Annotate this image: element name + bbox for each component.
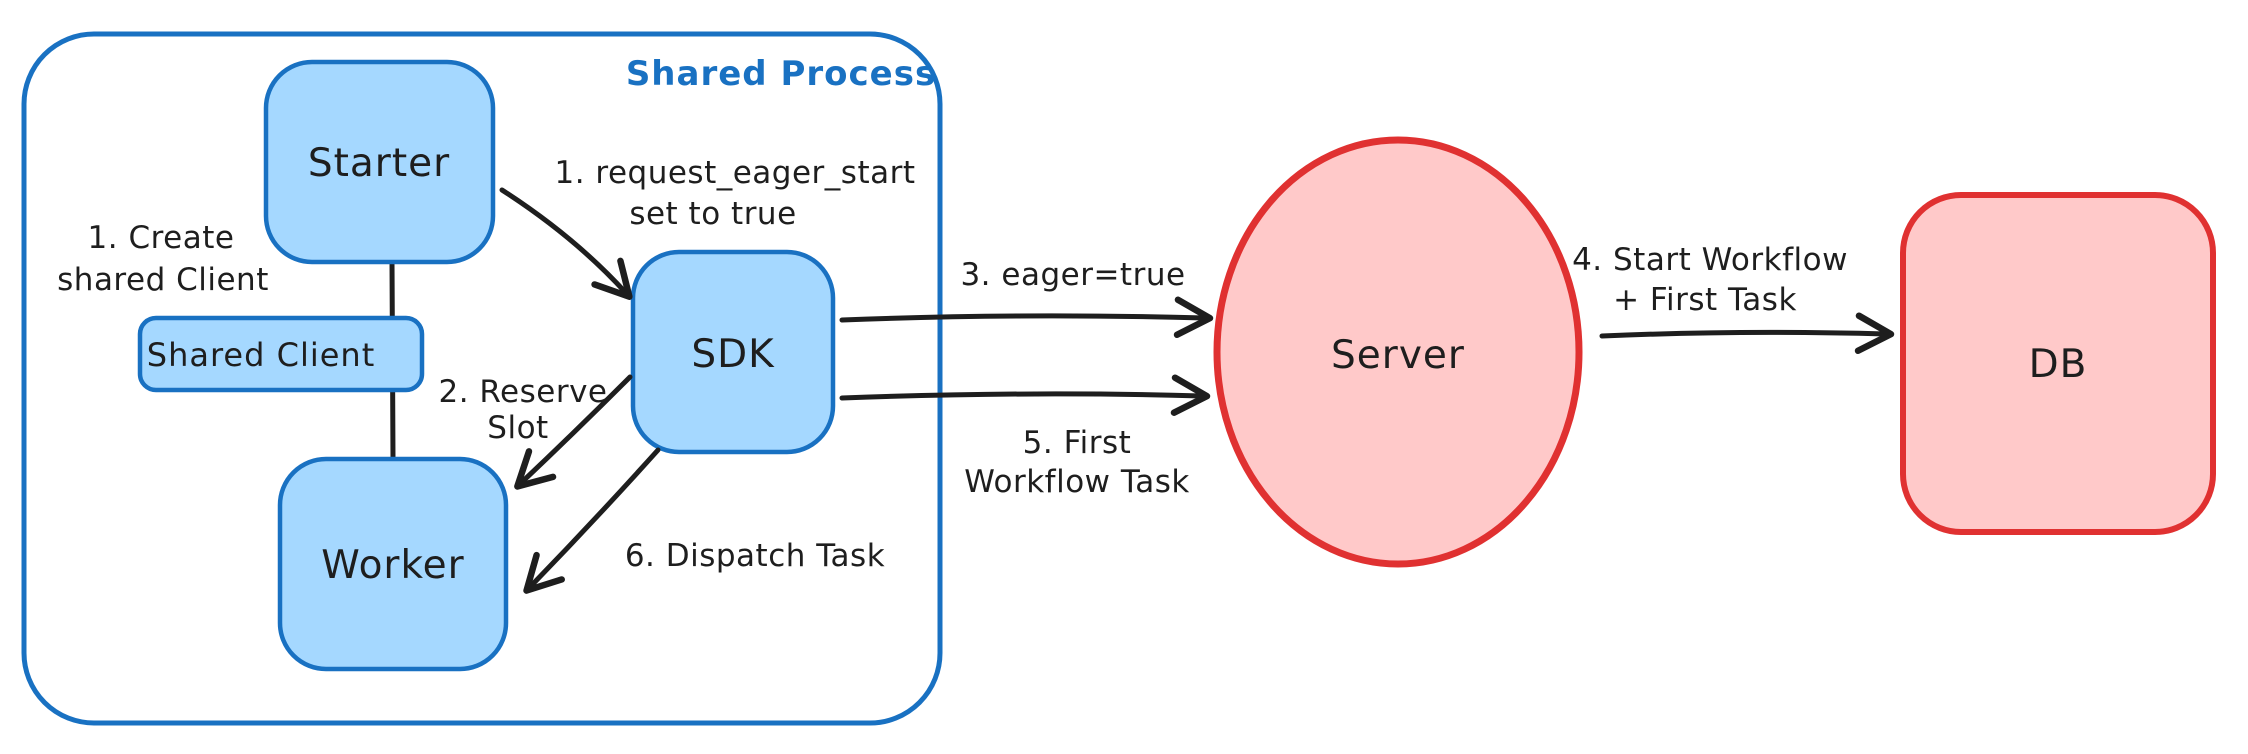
- label-start-workflow: 4. Start Workflow + First Task: [1572, 242, 1848, 318]
- starter-label: Starter: [308, 141, 450, 186]
- server-label: Server: [1331, 333, 1465, 378]
- worker-node: Worker: [277, 456, 509, 672]
- svg-text:1. request_eager_start: 1. request_eager_start: [554, 155, 915, 191]
- arrow-first-workflow-task: [839, 374, 1211, 416]
- starter-node: Starter: [263, 59, 496, 265]
- shared-client-node: Shared Client: [137, 315, 425, 393]
- starter-box: [263, 59, 496, 265]
- svg-text:Workflow Task: Workflow Task: [964, 464, 1190, 500]
- sdk-box: [630, 249, 836, 455]
- svg-text:set to true: set to true: [629, 196, 796, 232]
- label-request-eager-start: 1. request_eager_start set to true: [554, 155, 915, 232]
- label-reserve-slot: 2. Reserve Slot: [438, 374, 607, 446]
- svg-text:shared Client: shared Client: [57, 262, 269, 298]
- sdk-label: SDK: [691, 332, 775, 377]
- arrow-dispatch-task: [523, 447, 661, 594]
- arrow-start-workflow: [1599, 312, 1895, 354]
- shared-process-container: [21, 31, 943, 726]
- shared-client-label: Shared Client: [147, 336, 375, 374]
- svg-text:Slot: Slot: [487, 410, 548, 446]
- svg-text:+ First Task: + First Task: [1613, 282, 1797, 318]
- arrow-reserve-slot: [514, 374, 633, 490]
- worker-label: Worker: [321, 543, 464, 588]
- arrow-request-eager-start: [499, 187, 633, 300]
- label-first-workflow-task: 5. First Workflow Task: [964, 425, 1190, 500]
- shared-client-box: [137, 315, 425, 393]
- db-box: [1900, 192, 2216, 535]
- sdk-node: SDK: [630, 249, 836, 455]
- server-node: Server: [1213, 136, 1583, 568]
- shared-process-title: Shared Process: [626, 54, 936, 94]
- svg-text:4. Start Workflow: 4. Start Workflow: [1572, 242, 1848, 278]
- server-circle: [1213, 136, 1583, 568]
- svg-text:5. First: 5. First: [1023, 425, 1132, 461]
- svg-text:1. Create: 1. Create: [88, 220, 235, 256]
- label-eager-true: 3. eager=true: [960, 257, 1185, 293]
- db-node: DB: [1900, 192, 2216, 535]
- worker-box: [277, 456, 509, 672]
- label-dispatch-task: 6. Dispatch Task: [625, 538, 885, 574]
- svg-text:2. Reserve: 2. Reserve: [438, 374, 607, 410]
- db-label: DB: [2029, 342, 2088, 387]
- arrow-eager-true: [839, 296, 1214, 339]
- label-create-shared-client: 1. Create shared Client: [57, 220, 269, 298]
